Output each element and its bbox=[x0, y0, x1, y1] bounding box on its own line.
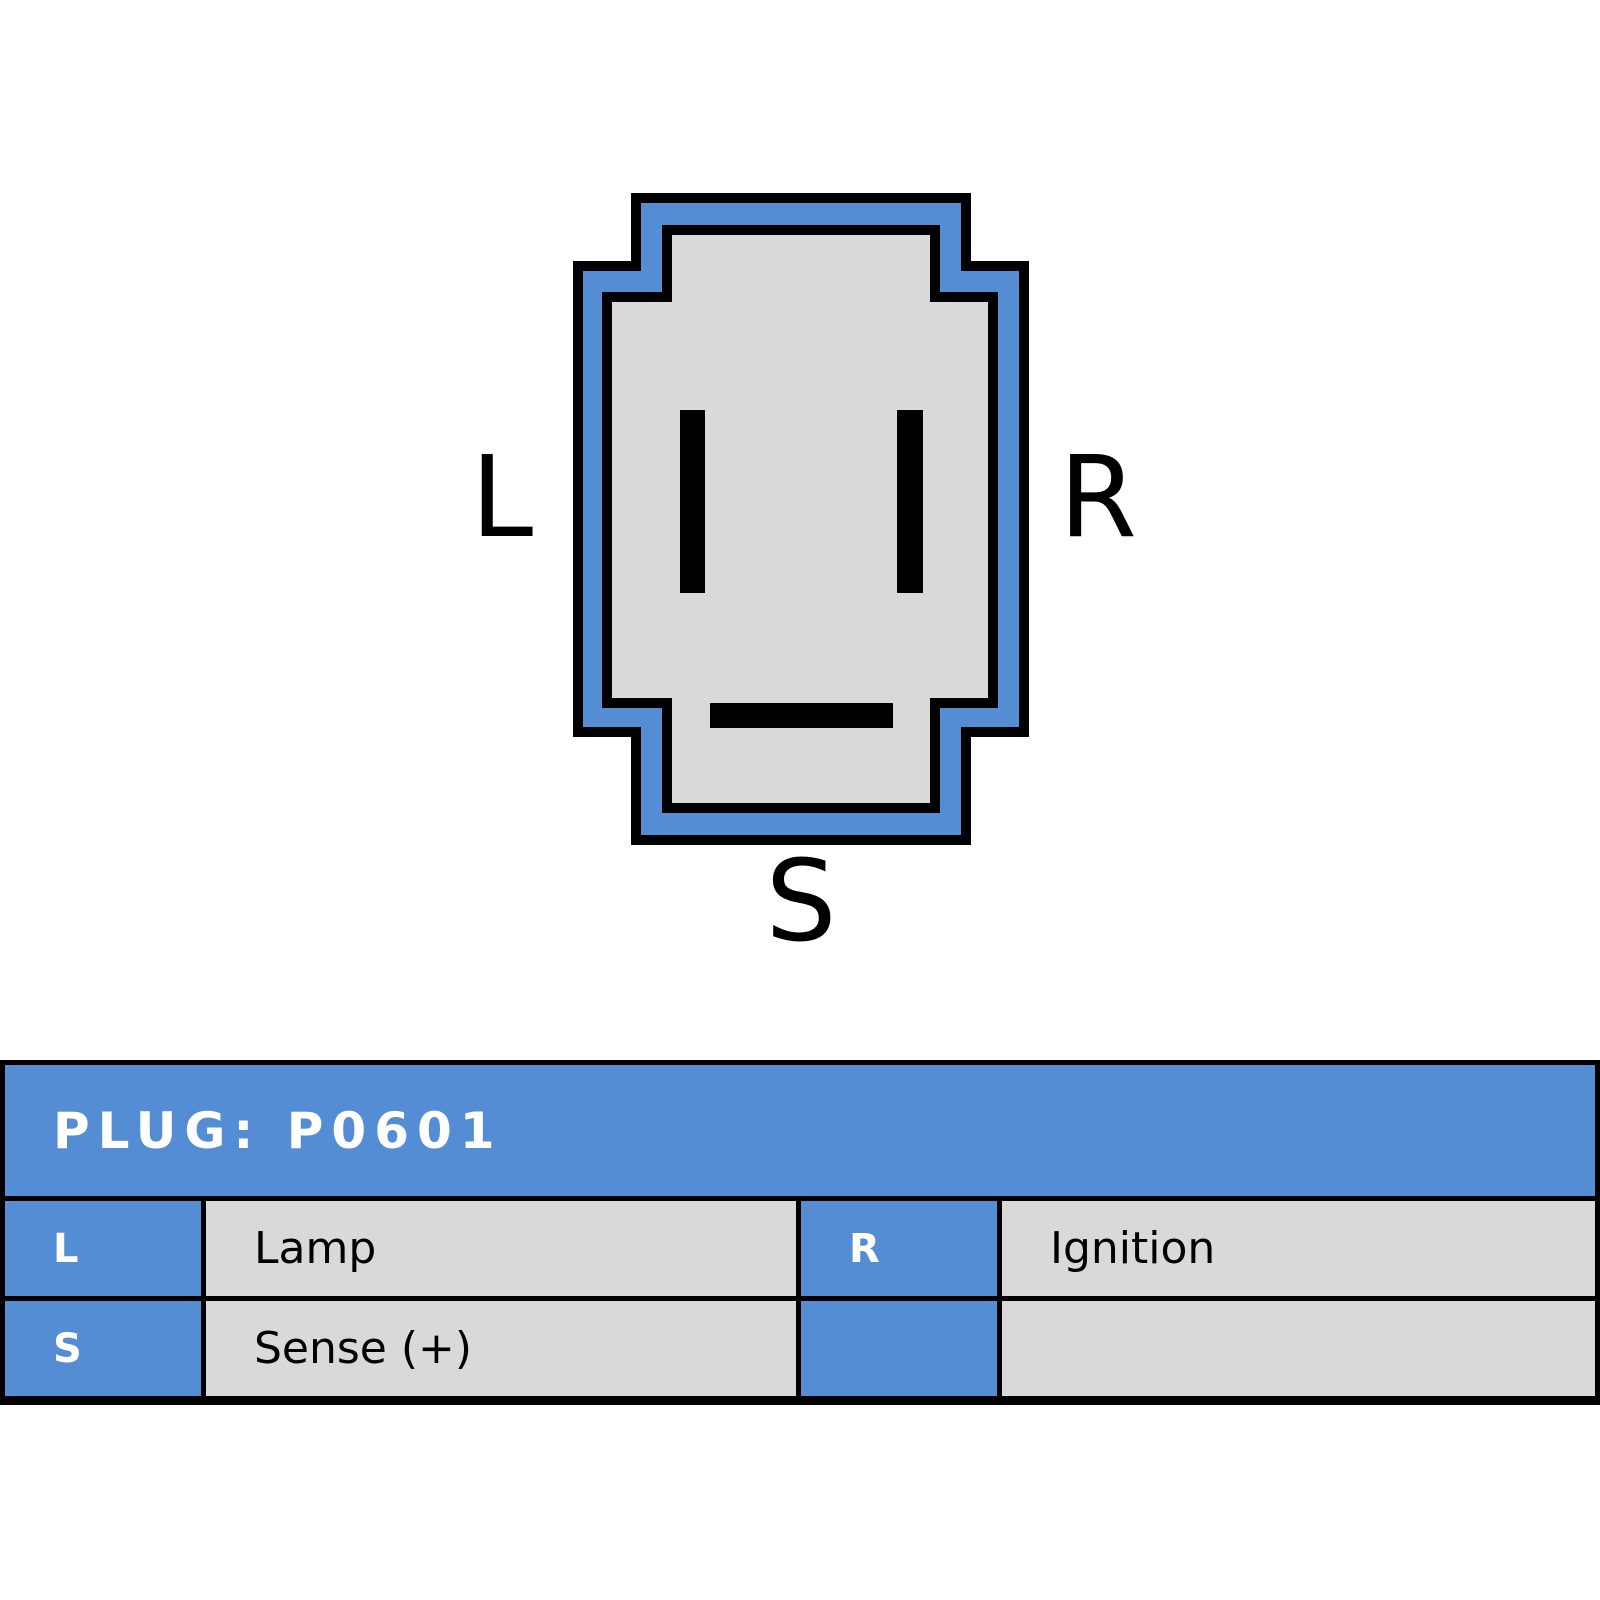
pin-code-cell bbox=[801, 1301, 997, 1396]
pin-code-cell: S bbox=[5, 1301, 201, 1396]
pin-label-s: S bbox=[765, 837, 836, 967]
pin-label-r: R bbox=[1059, 433, 1137, 563]
pin-description-cell: Sense (+) bbox=[206, 1301, 796, 1396]
pin-label-l: L bbox=[471, 433, 533, 563]
pin-description-cell: Ignition bbox=[1002, 1201, 1595, 1296]
pin-code-cell: L bbox=[5, 1201, 201, 1296]
terminal-l-blade bbox=[680, 410, 705, 593]
terminal-s-blade bbox=[710, 703, 893, 728]
connector-inner-body bbox=[602, 225, 998, 813]
pin-description-cell: Lamp bbox=[206, 1201, 796, 1296]
pin-description-cell bbox=[1002, 1301, 1595, 1396]
pin-code-cell: R bbox=[801, 1201, 997, 1296]
plug-title: PLUG: P0601 bbox=[5, 1065, 1595, 1196]
terminal-r-blade bbox=[897, 410, 923, 593]
pin-assignment-table: PLUG: P0601 L Lamp R Ignition S Sense (+… bbox=[0, 1060, 1600, 1405]
connector-diagram: L R S bbox=[471, 193, 1137, 967]
